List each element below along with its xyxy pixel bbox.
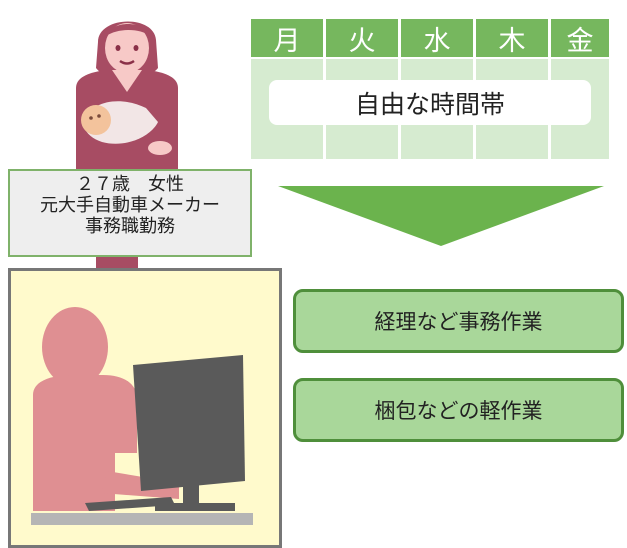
free-time-label: 自由な時間帯 <box>269 80 591 125</box>
profile-former-employer: 元大手自動車メーカー <box>40 195 220 216</box>
task-light-work: 梱包などの軽作業 <box>293 378 624 442</box>
day-header-wed: 水 <box>401 19 473 57</box>
day-header-mon: 月 <box>251 19 323 57</box>
day-header-thu: 木 <box>476 19 548 57</box>
connector <box>96 257 138 271</box>
task-clerical-work: 経理など事務作業 <box>293 289 624 353</box>
profile-age-gender: ２７歳 女性 <box>76 174 184 195</box>
profile-job: 事務職勤務 <box>85 216 175 237</box>
row-divider <box>251 57 609 59</box>
down-arrow <box>278 186 604 246</box>
day-header-fri: 金 <box>551 19 609 57</box>
weekly-schedule: 月 火 水 木 金 自由な時間帯 <box>251 19 609 159</box>
mother-with-baby-icon <box>76 21 178 170</box>
desk-work-panel <box>8 268 282 548</box>
day-header-tue: 火 <box>326 19 398 57</box>
profile-box: ２７歳 女性 元大手自動車メーカー 事務職勤務 <box>8 169 252 257</box>
desk-worker-icon <box>31 307 253 525</box>
